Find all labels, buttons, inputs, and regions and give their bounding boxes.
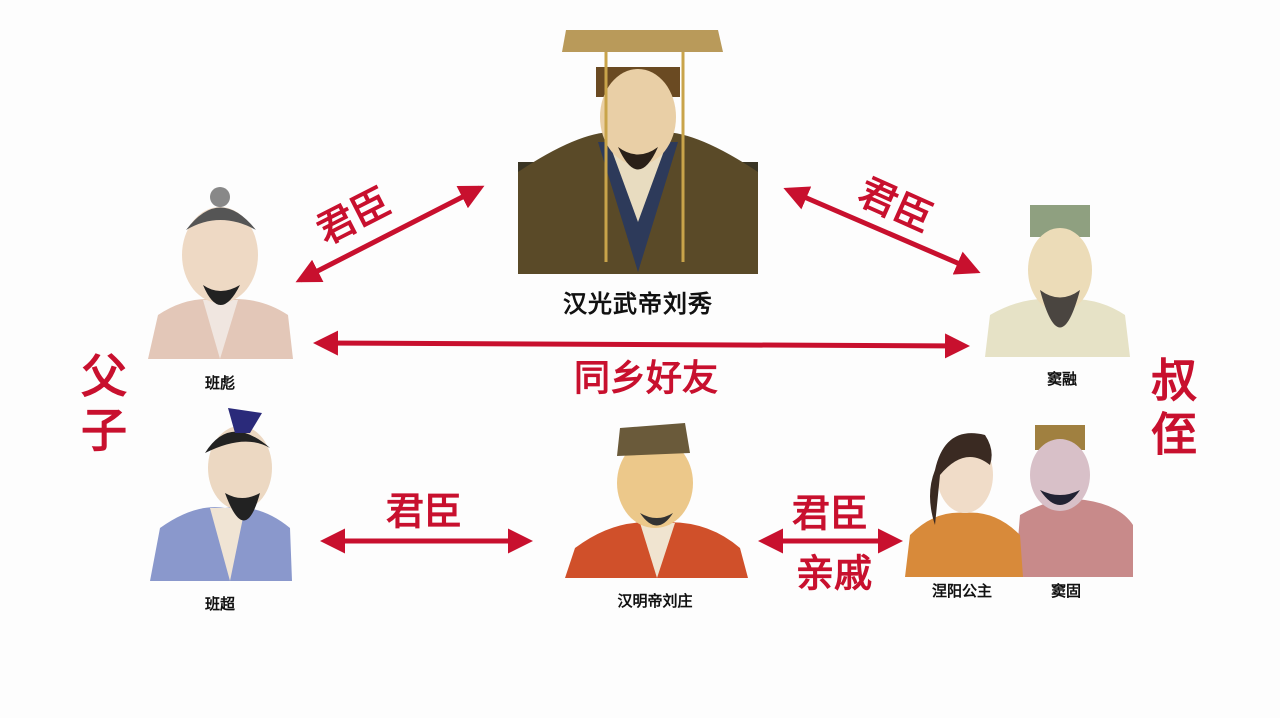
ban-chao-portrait: [150, 408, 292, 581]
relation-father-son: 父子: [74, 352, 128, 460]
liu-xiu-label: 汉光武帝刘秀: [563, 290, 713, 318]
relation-liu-zhuang-dou-gu-2: 亲戚: [795, 551, 873, 596]
liu-zhuang-label: 汉明帝刘庄: [617, 592, 693, 610]
dou-gu-label: 窦固: [1050, 582, 1082, 600]
dou-rong-portrait: [985, 205, 1130, 357]
relation-uncle-nephew: 叔侄: [1144, 356, 1198, 464]
nieyang-label: 涅阳公主: [931, 582, 993, 600]
dou-rong-label: 窦融: [1046, 370, 1078, 388]
arrow-liu-xiu-ban-biao: [295, 185, 485, 283]
liu-zhuang-portrait: [565, 423, 748, 578]
liu-xiu-portrait: [518, 30, 758, 274]
arrow-ban-biao-dou-rong: [313, 330, 970, 359]
ban-biao-label: 班彪: [204, 374, 236, 392]
ban-biao-portrait: [148, 187, 293, 359]
relation-ban-biao-dou-rong: 同乡好友: [573, 358, 719, 399]
relation-ban-chao-liu-zhuang: 君臣: [385, 489, 463, 534]
relation-liu-zhuang-dou-gu-1: 君臣: [791, 491, 869, 536]
nieyang-dou-gu-portrait: [905, 425, 1133, 577]
ban-chao-label: 班超: [204, 595, 236, 613]
arrow-liu-xiu-dou-rong: [783, 186, 981, 275]
